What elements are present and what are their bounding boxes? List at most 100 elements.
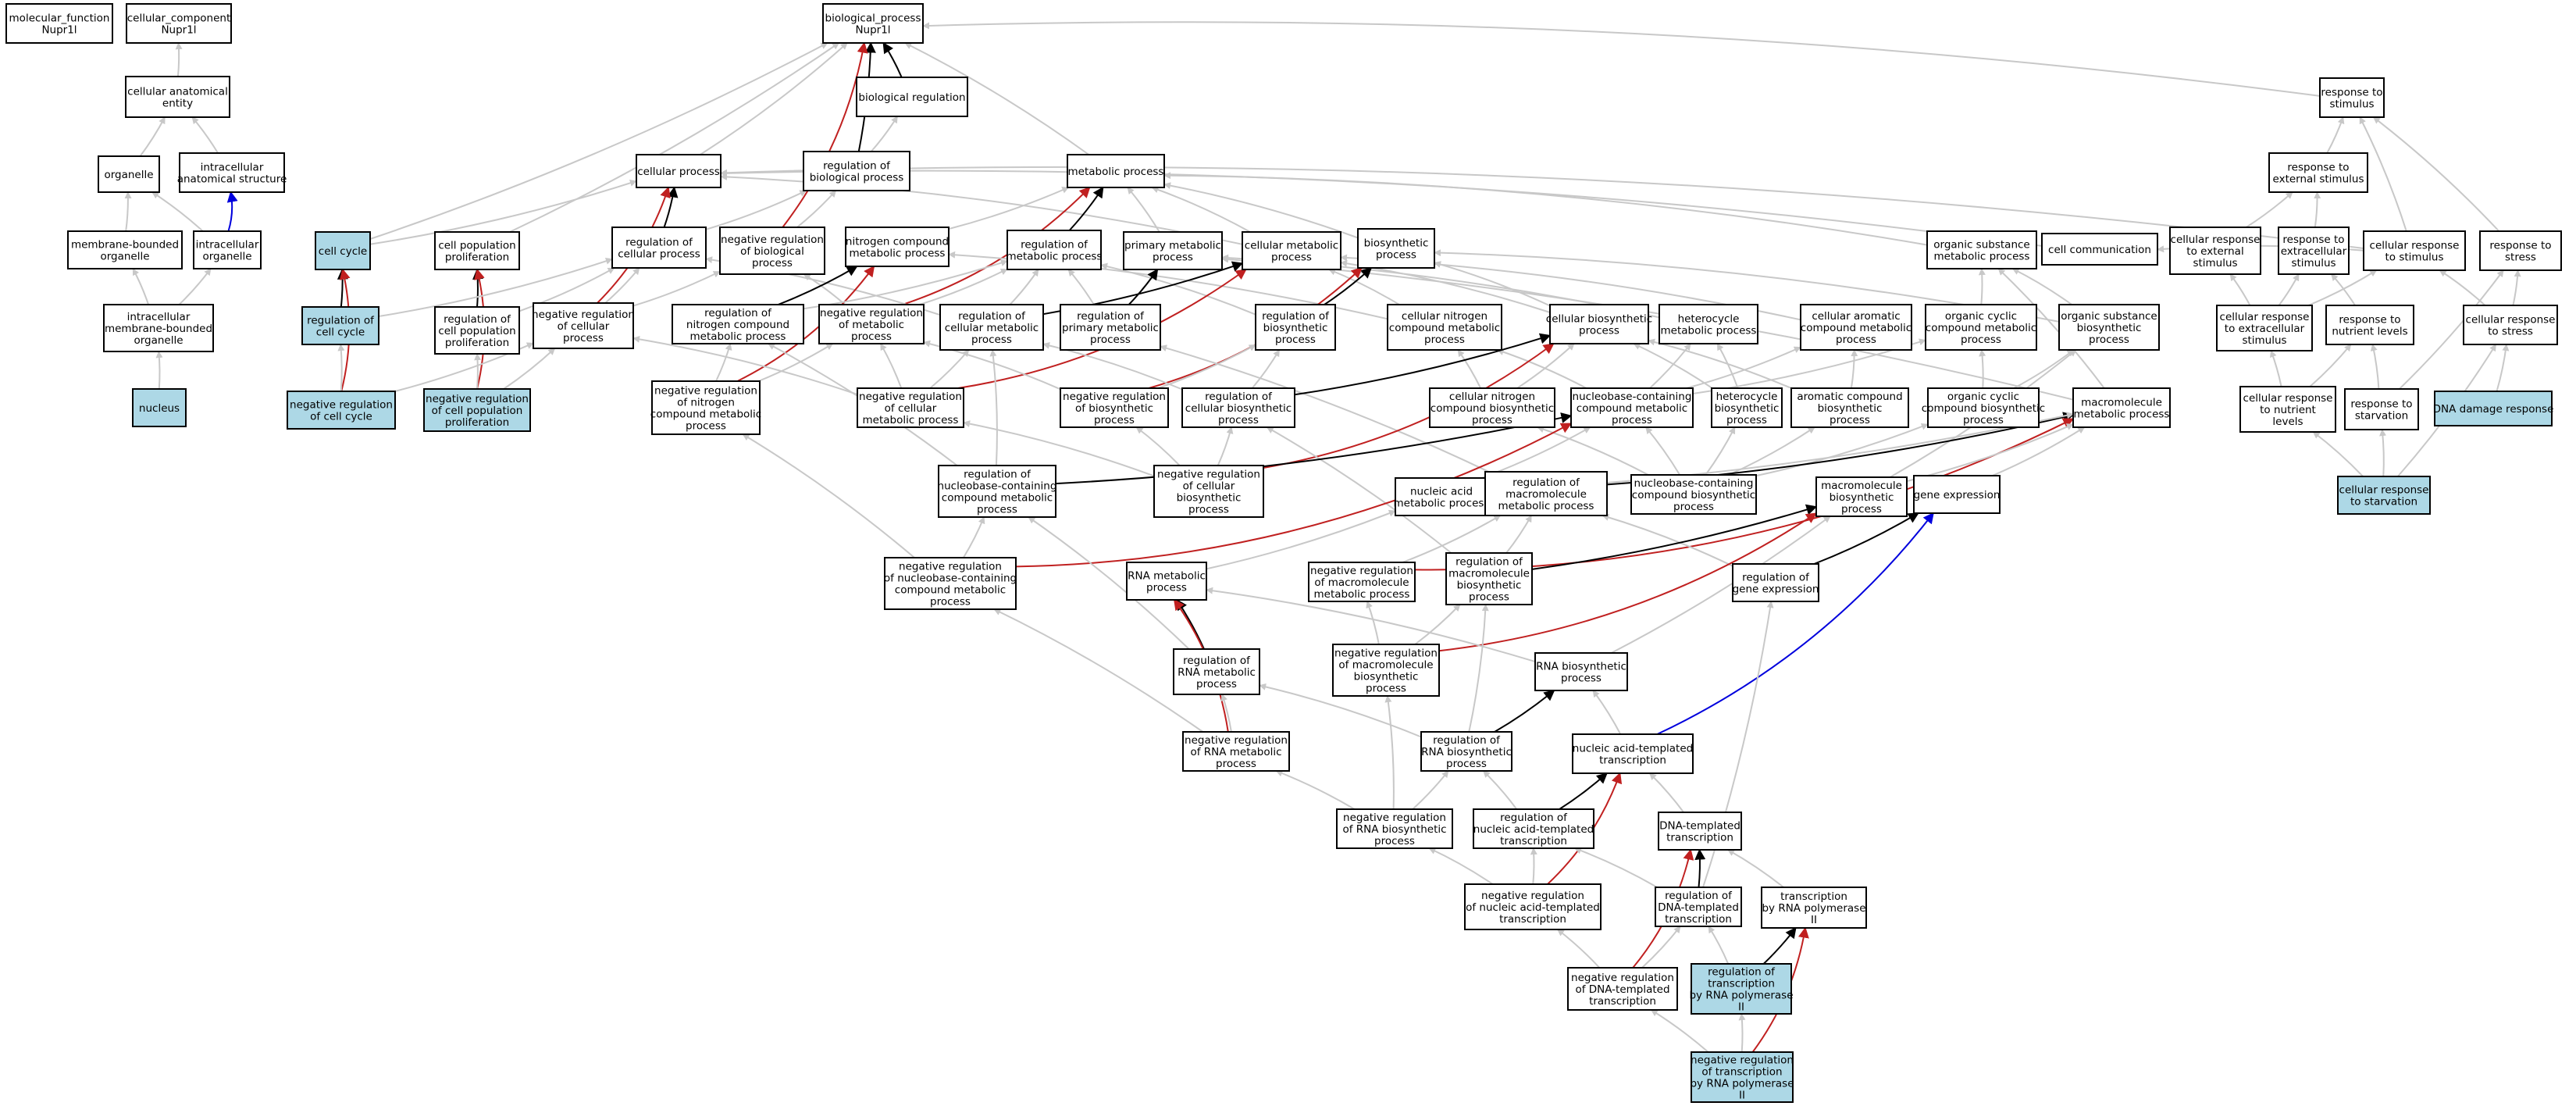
go-term-nucleus[interactable]: nucleus xyxy=(132,388,187,427)
is-a-edge xyxy=(1009,269,1039,305)
go-term-gexp[interactable]: gene expression xyxy=(1913,475,2001,514)
go-term-cellp[interactable]: cellular process xyxy=(636,154,721,188)
go-term-ccomm[interactable]: cell communication xyxy=(2041,233,2158,266)
go-term-breg[interactable]: biological regulation xyxy=(856,77,968,117)
is-a-edge xyxy=(1221,255,2074,401)
go-term-dnadr[interactable]: DNA damage response xyxy=(2433,391,2554,426)
go-term-metp[interactable]: metabolic process xyxy=(1067,154,1165,188)
go-term-org[interactable]: organelle xyxy=(98,155,160,193)
go-term-regnbccmp[interactable]: regulation ofnucleobase-containingcompou… xyxy=(938,465,1057,518)
term-label: cellular response xyxy=(2243,392,2333,405)
term-box xyxy=(2239,386,2336,433)
go-term-ccyc[interactable]: cell cycle xyxy=(315,231,371,270)
regulates-edge xyxy=(1128,268,1159,305)
go-term-regmacbsp[interactable]: regulation ofmacromoleculebiosyntheticpr… xyxy=(1445,552,1533,605)
is-a-edge xyxy=(474,353,482,390)
term-label: negative regulation xyxy=(721,234,824,246)
term-label: intracellular xyxy=(127,311,191,323)
term-label: of cell population xyxy=(432,405,523,417)
